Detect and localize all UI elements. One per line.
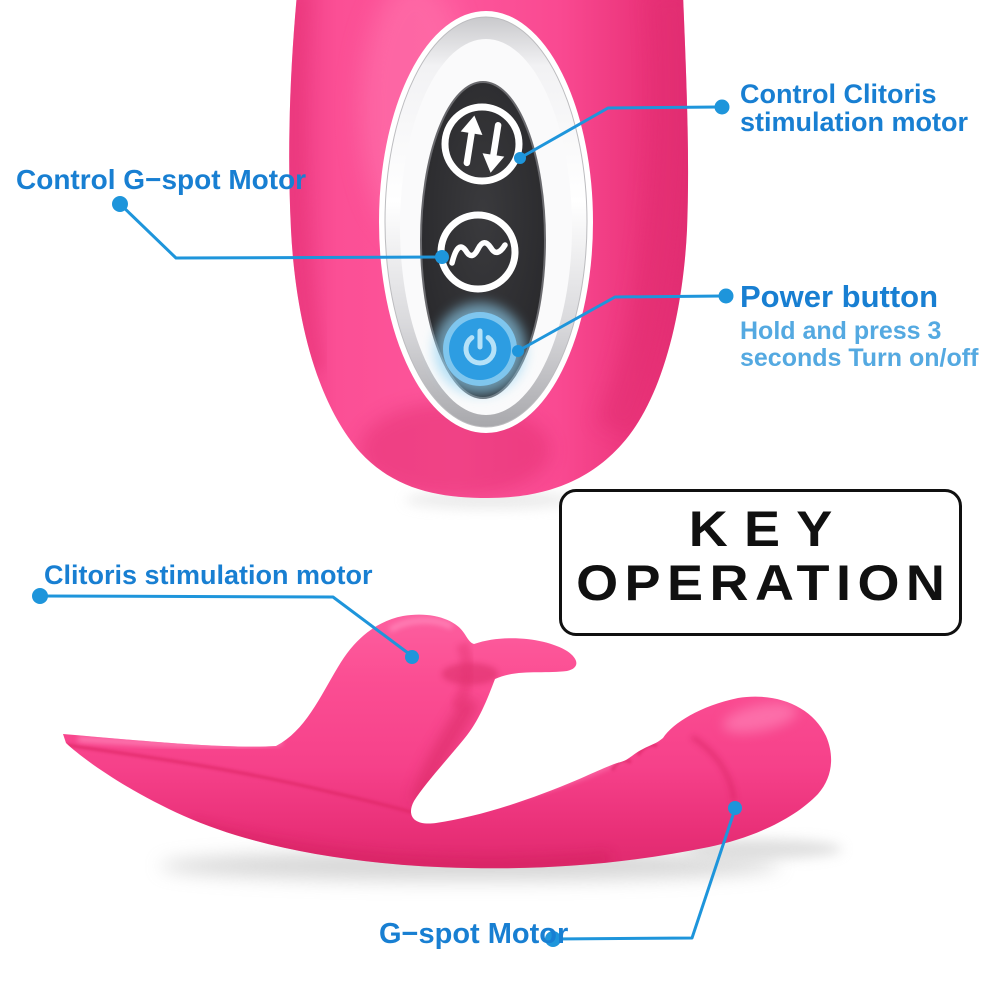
power-device-dot	[512, 345, 524, 357]
device-control-panel-view	[289, 0, 689, 498]
gspot-control-device-dot	[435, 250, 449, 264]
clitoris-control-text-dot	[714, 99, 730, 115]
wave-pattern-icon	[449, 240, 508, 266]
clitoris-motor-callout-line	[38, 594, 414, 658]
callouts	[32, 99, 742, 947]
clitoris-motor-text-dot	[32, 588, 48, 604]
top-device-shadow	[405, 491, 575, 509]
clitoris-control-device-dot	[514, 152, 526, 164]
clitoris-control-label-line2: stimulation motor	[740, 107, 968, 137]
device-side-view	[63, 614, 832, 869]
key-operation-box: KEY OPERATION	[559, 489, 962, 636]
gspot-motor-text-dot	[545, 931, 561, 947]
clitoris-control-label: Control Clitoris stimulation motor	[740, 80, 968, 136]
power-callout-line	[516, 294, 724, 353]
power-instruction-line1: Hold and press 3	[740, 317, 942, 345]
clitoris-motor-label: Clitoris stimulation motor	[44, 560, 373, 590]
power-button-label: Power button	[740, 279, 939, 314]
chrome-halo	[379, 11, 593, 433]
power-button-instructions: Hold and press 3 seconds Turn on/off	[740, 318, 978, 372]
handle-crease	[65, 743, 433, 820]
gspot-motor-label: G−spot Motor	[379, 918, 569, 950]
gspot-control-label: Control G−spot Motor	[16, 164, 307, 195]
key-operation-title-line2: OPERATION	[576, 555, 952, 611]
power-instruction-line2: seconds Turn on/off	[740, 344, 979, 372]
intensity-button	[441, 103, 523, 185]
clitoris-control-callout-line	[518, 105, 720, 160]
power-button-control	[434, 303, 526, 395]
clitoris-control-label-line1: Control Clitoris	[740, 79, 937, 109]
gspot-motor-callout-line	[551, 807, 737, 941]
gspot-motor-device-dot	[728, 801, 742, 815]
tip-corona-crease	[690, 734, 737, 802]
power-text-dot	[718, 288, 734, 304]
up-down-arrows-icon	[460, 115, 505, 173]
gspot-control-callout-line	[118, 202, 442, 260]
key-operation-title-line1: KEY	[688, 501, 849, 557]
clitoris-motor-device-dot	[405, 650, 419, 664]
power-icon	[463, 328, 497, 366]
gspot-control-text-dot	[112, 196, 128, 212]
